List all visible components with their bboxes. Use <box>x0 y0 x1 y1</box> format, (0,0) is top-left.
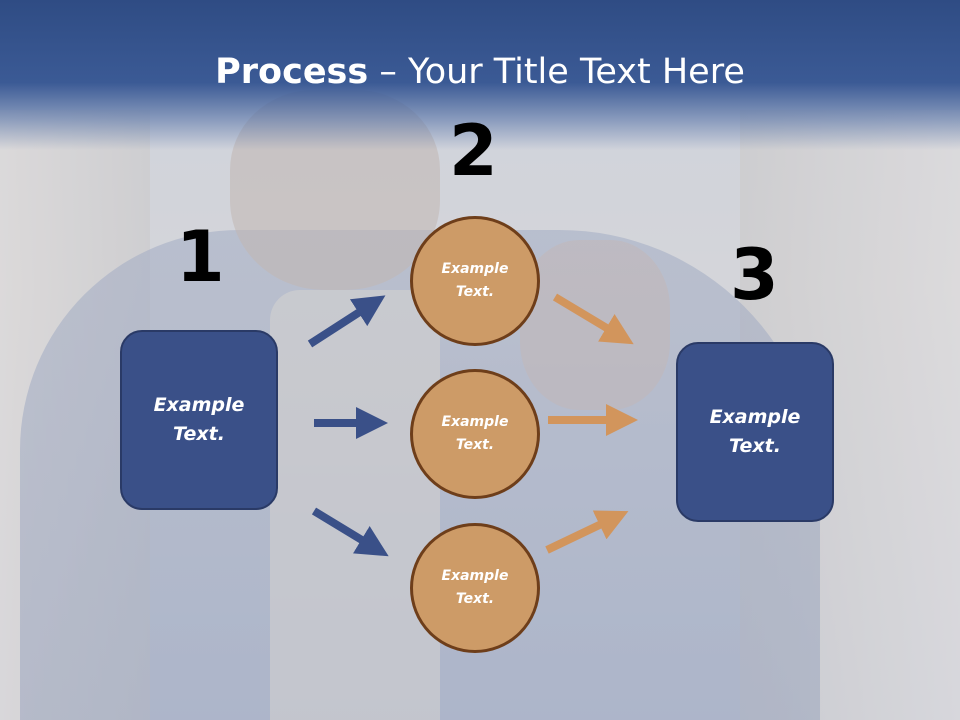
arrow-bottom-to-right <box>545 510 629 554</box>
step-number-1: 1 <box>176 216 225 298</box>
input-box: Example Text. <box>120 330 278 510</box>
arrow-left-to-bottom <box>311 507 389 557</box>
step-number-2: 2 <box>449 110 498 192</box>
output-box: Example Text. <box>676 342 834 522</box>
title-rest: – Your Title Text Here <box>368 52 745 92</box>
title-bar <box>0 0 960 150</box>
circle-middle-text: Example Text. <box>441 414 509 453</box>
circle-top-text: Example Text. <box>441 261 509 300</box>
process-circle-middle: Example Text. <box>410 369 540 499</box>
step-number-3: 3 <box>730 234 779 316</box>
process-circle-top: Example Text. <box>410 216 540 346</box>
arrow-top-to-right <box>552 293 634 345</box>
output-box-text: Example Text. <box>709 406 801 457</box>
process-circle-bottom: Example Text. <box>410 523 540 653</box>
circle-bottom-text: Example Text. <box>441 568 509 607</box>
input-box-text: Example Text. <box>153 394 245 445</box>
slide-title: Process – Your Title Text Here <box>0 52 960 92</box>
title-bold: Process <box>215 52 369 92</box>
arrow-left-to-top <box>307 295 386 348</box>
